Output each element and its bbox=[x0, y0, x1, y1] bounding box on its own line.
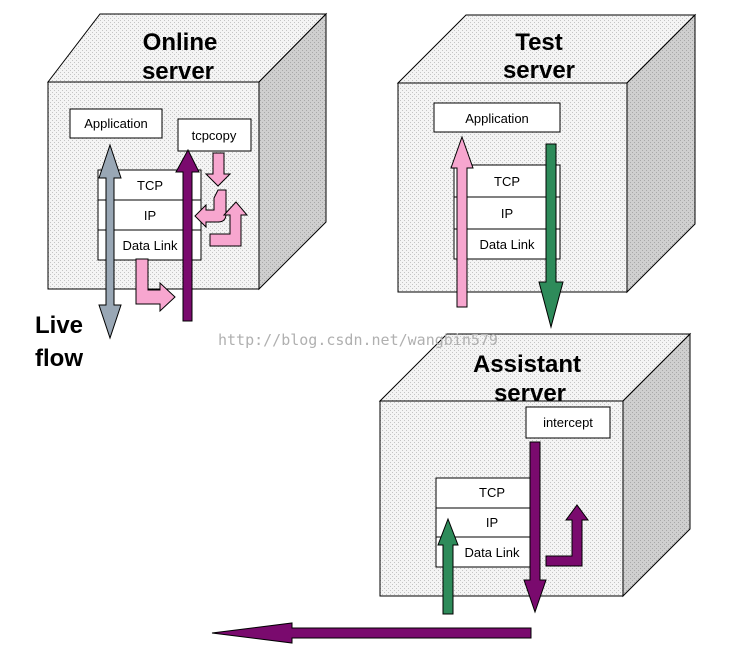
test-application-label: Application bbox=[465, 111, 529, 126]
assistant-stack-tcp bbox=[435, 477, 540, 509]
online-purple-up-arrow bbox=[175, 148, 200, 322]
online-application-label: Application bbox=[84, 116, 148, 131]
assistant-stack-ip-label: IP bbox=[486, 515, 498, 530]
assistant-green-up-arrow bbox=[437, 517, 459, 615]
assistant-server-title-line2: server bbox=[494, 380, 566, 407]
live-flow-label-line2: flow bbox=[35, 345, 83, 372]
live-flow-label-line1: Live bbox=[35, 312, 83, 339]
assistant-purple-bent-arrow bbox=[545, 504, 589, 567]
test-stack-datalink-label: Data Link bbox=[480, 237, 535, 252]
test-stack-datalink bbox=[453, 228, 561, 260]
live-flow-double-arrow bbox=[98, 143, 122, 340]
online-pink-down-arrow bbox=[204, 152, 232, 187]
assistant-purple-left-arrow bbox=[211, 622, 532, 644]
online-pink-out-arrow bbox=[135, 258, 176, 313]
test-stack-tcp bbox=[453, 164, 561, 198]
assistant-server-title-line1: Assistant bbox=[473, 351, 581, 378]
assistant-purple-down-arrow bbox=[523, 441, 547, 614]
test-server-title-line2: server bbox=[503, 57, 575, 84]
online-tcpcopy-label: tcpcopy bbox=[192, 128, 237, 143]
assistant-intercept-box bbox=[525, 406, 611, 439]
test-stack-tcp-label: TCP bbox=[494, 174, 520, 189]
online-pink-up-arrow bbox=[209, 201, 249, 247]
assistant-stack-tcp-label: TCP bbox=[479, 485, 505, 500]
test-application-box bbox=[433, 102, 561, 133]
assistant-intercept-label: intercept bbox=[543, 415, 593, 430]
test-server-title-line1: Test bbox=[515, 29, 563, 56]
online-server-title-line1: Online bbox=[143, 29, 218, 56]
test-stack-ip-label: IP bbox=[501, 206, 513, 221]
test-green-down-arrow bbox=[538, 143, 564, 329]
online-stack-ip-label: IP bbox=[144, 208, 156, 223]
online-tcpcopy-box bbox=[177, 118, 252, 152]
test-protocol-stack bbox=[453, 164, 561, 260]
online-stack-tcp-label: TCP bbox=[137, 178, 163, 193]
online-server-title-line2: server bbox=[142, 58, 214, 85]
online-stack-datalink-label: Data Link bbox=[123, 238, 178, 253]
watermark-text: http://blog.csdn.net/wangbin579 bbox=[218, 331, 498, 349]
test-pink-up-arrow bbox=[450, 135, 474, 308]
assistant-stack-datalink-label: Data Link bbox=[465, 545, 520, 560]
online-application-box bbox=[69, 108, 163, 139]
